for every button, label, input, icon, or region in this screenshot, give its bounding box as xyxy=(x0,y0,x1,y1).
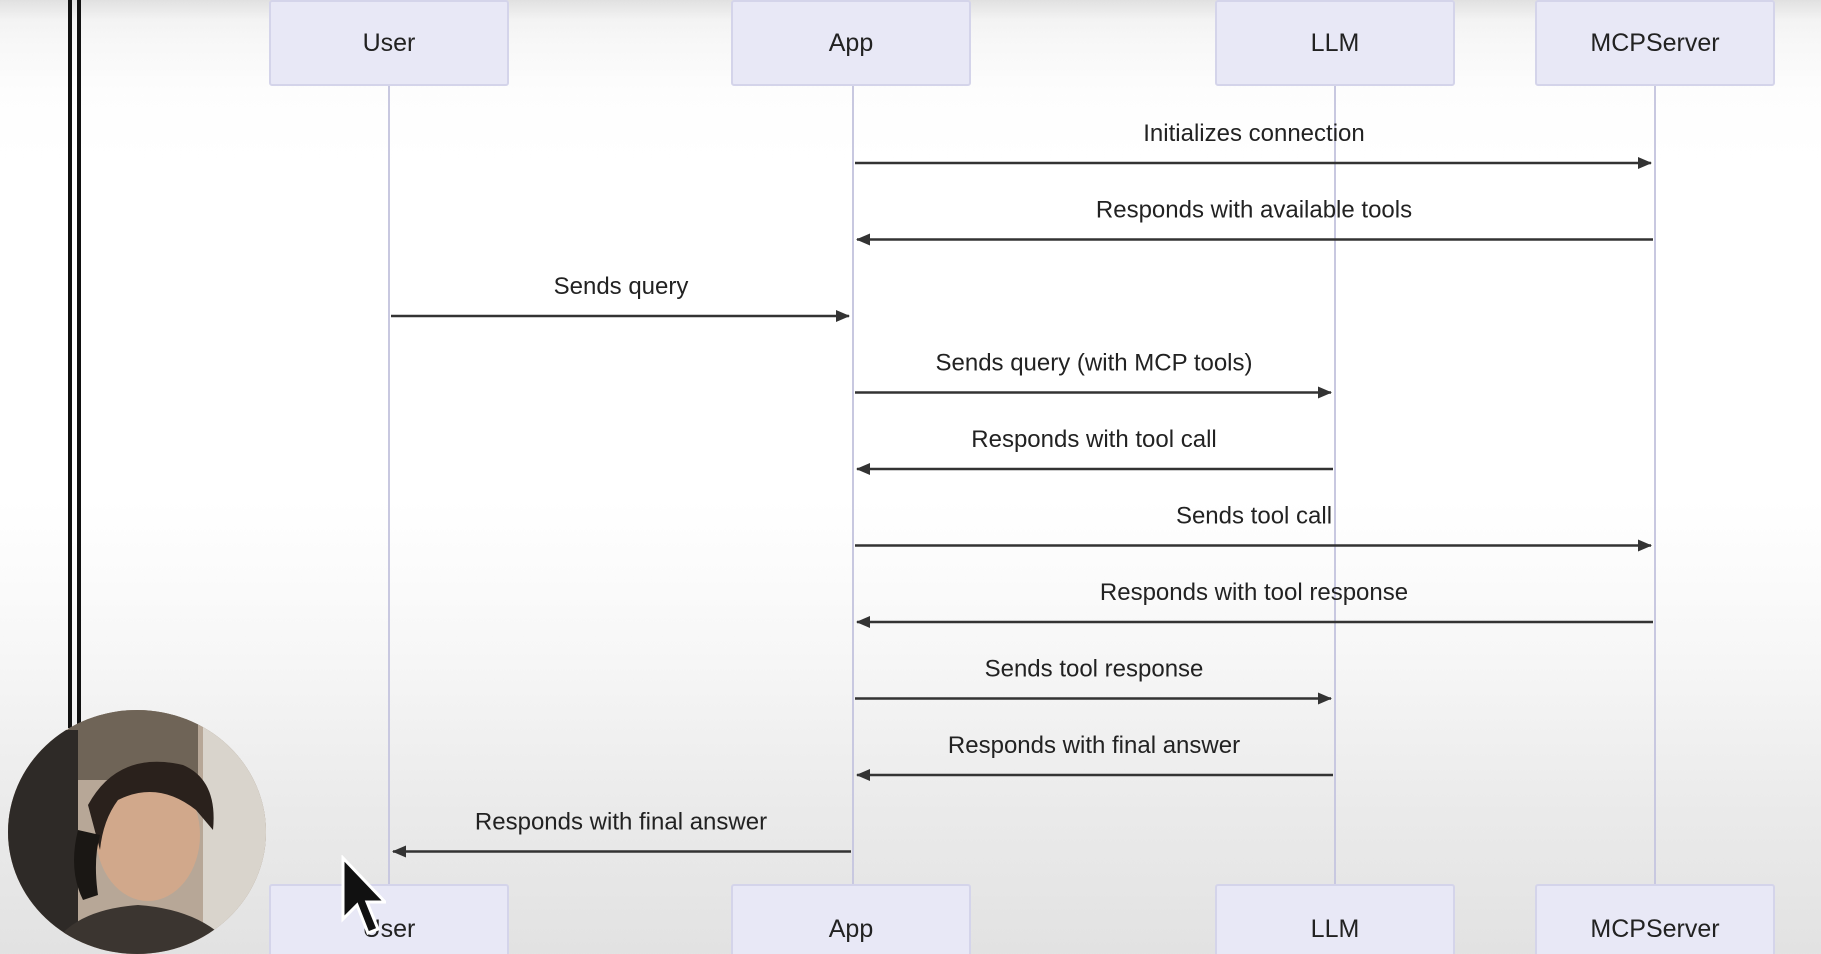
left-border-line xyxy=(68,0,72,728)
participant-mcpserver-top: MCPServer xyxy=(1535,0,1775,86)
message-label: Responds with available tools xyxy=(1096,197,1412,224)
presenter-image xyxy=(8,710,266,954)
mouse-pointer-icon xyxy=(340,854,389,944)
message-label: Initializes connection xyxy=(1143,120,1364,147)
presenter-webcam xyxy=(8,710,266,954)
participant-app-top: App xyxy=(731,0,971,86)
message-label: Sends tool response xyxy=(985,656,1204,683)
message-label: Sends tool call xyxy=(1176,503,1332,530)
participant-llm-top: LLM xyxy=(1215,0,1455,86)
participant-app-bottom: App xyxy=(731,884,971,954)
message-label: Responds with tool call xyxy=(971,426,1216,453)
message-label: Responds with tool response xyxy=(1100,579,1408,606)
message-label: Sends query xyxy=(554,273,689,300)
participant-user-bottom: User xyxy=(269,884,509,954)
participant-user-top: User xyxy=(269,0,509,86)
message-label: Sends query (with MCP tools) xyxy=(935,350,1252,377)
message-label: Responds with final answer xyxy=(948,732,1240,759)
participant-llm-bottom: LLM xyxy=(1215,884,1455,954)
message-label: Responds with final answer xyxy=(475,809,767,836)
participant-mcpserver-bottom: MCPServer xyxy=(1535,884,1775,954)
left-border-line xyxy=(77,0,81,728)
